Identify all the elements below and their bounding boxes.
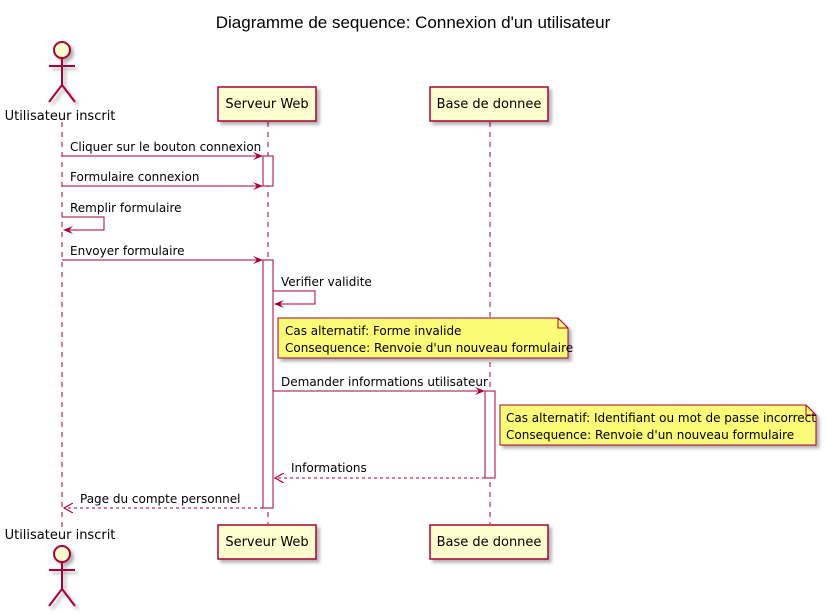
message-arrow-5 <box>273 290 316 308</box>
message-label-5: Verifier validite <box>281 275 372 289</box>
message-label-6: Demander informations utilisateur <box>281 375 488 389</box>
participant-db-top <box>429 86 549 122</box>
message-arrow-3 <box>62 216 105 234</box>
activation-db <box>484 390 496 479</box>
participant-db-bottom-label: Base de donnee <box>437 535 542 550</box>
message-label-2: Formulaire connexion <box>70 170 199 184</box>
participant-web-bottom <box>217 524 317 560</box>
message-label-4: Envoyer formulaire <box>70 244 185 258</box>
note-1 <box>277 317 569 359</box>
note-1-line2: Consequence: Renvoie d'un nouveau formul… <box>285 341 573 355</box>
participant-db-bottom <box>429 524 549 560</box>
message-label-8: Page du compte personnel <box>80 492 241 506</box>
activation-web-2 <box>262 259 274 509</box>
participant-db-top-label: Base de donnee <box>437 97 542 112</box>
activation-web-1 <box>262 155 274 187</box>
participant-web-top <box>217 86 317 122</box>
diagram-title: Diagramme de sequence: Connexion d'un ut… <box>216 13 611 32</box>
note-2-line1: Cas alternatif: Identifiant ou mot de pa… <box>506 411 816 425</box>
message-label-7: Informations <box>291 461 367 475</box>
note-2 <box>499 404 817 446</box>
actor-user-bottom-label: Utilisateur inscrit <box>5 528 116 543</box>
actor-user-top <box>48 41 76 103</box>
actor-user-bottom <box>48 545 76 607</box>
message-label-3: Remplir formulaire <box>70 201 182 215</box>
note-2-line2: Consequence: Renvoie d'un nouveau formul… <box>506 428 794 442</box>
participant-web-bottom-label: Serveur Web <box>225 535 308 550</box>
participant-web-top-label: Serveur Web <box>225 97 308 112</box>
message-label-1: Cliquer sur le bouton connexion <box>70 140 261 154</box>
actor-user-top-label: Utilisateur inscrit <box>5 109 116 124</box>
note-1-line1: Cas alternatif: Forme invalide <box>285 324 461 338</box>
